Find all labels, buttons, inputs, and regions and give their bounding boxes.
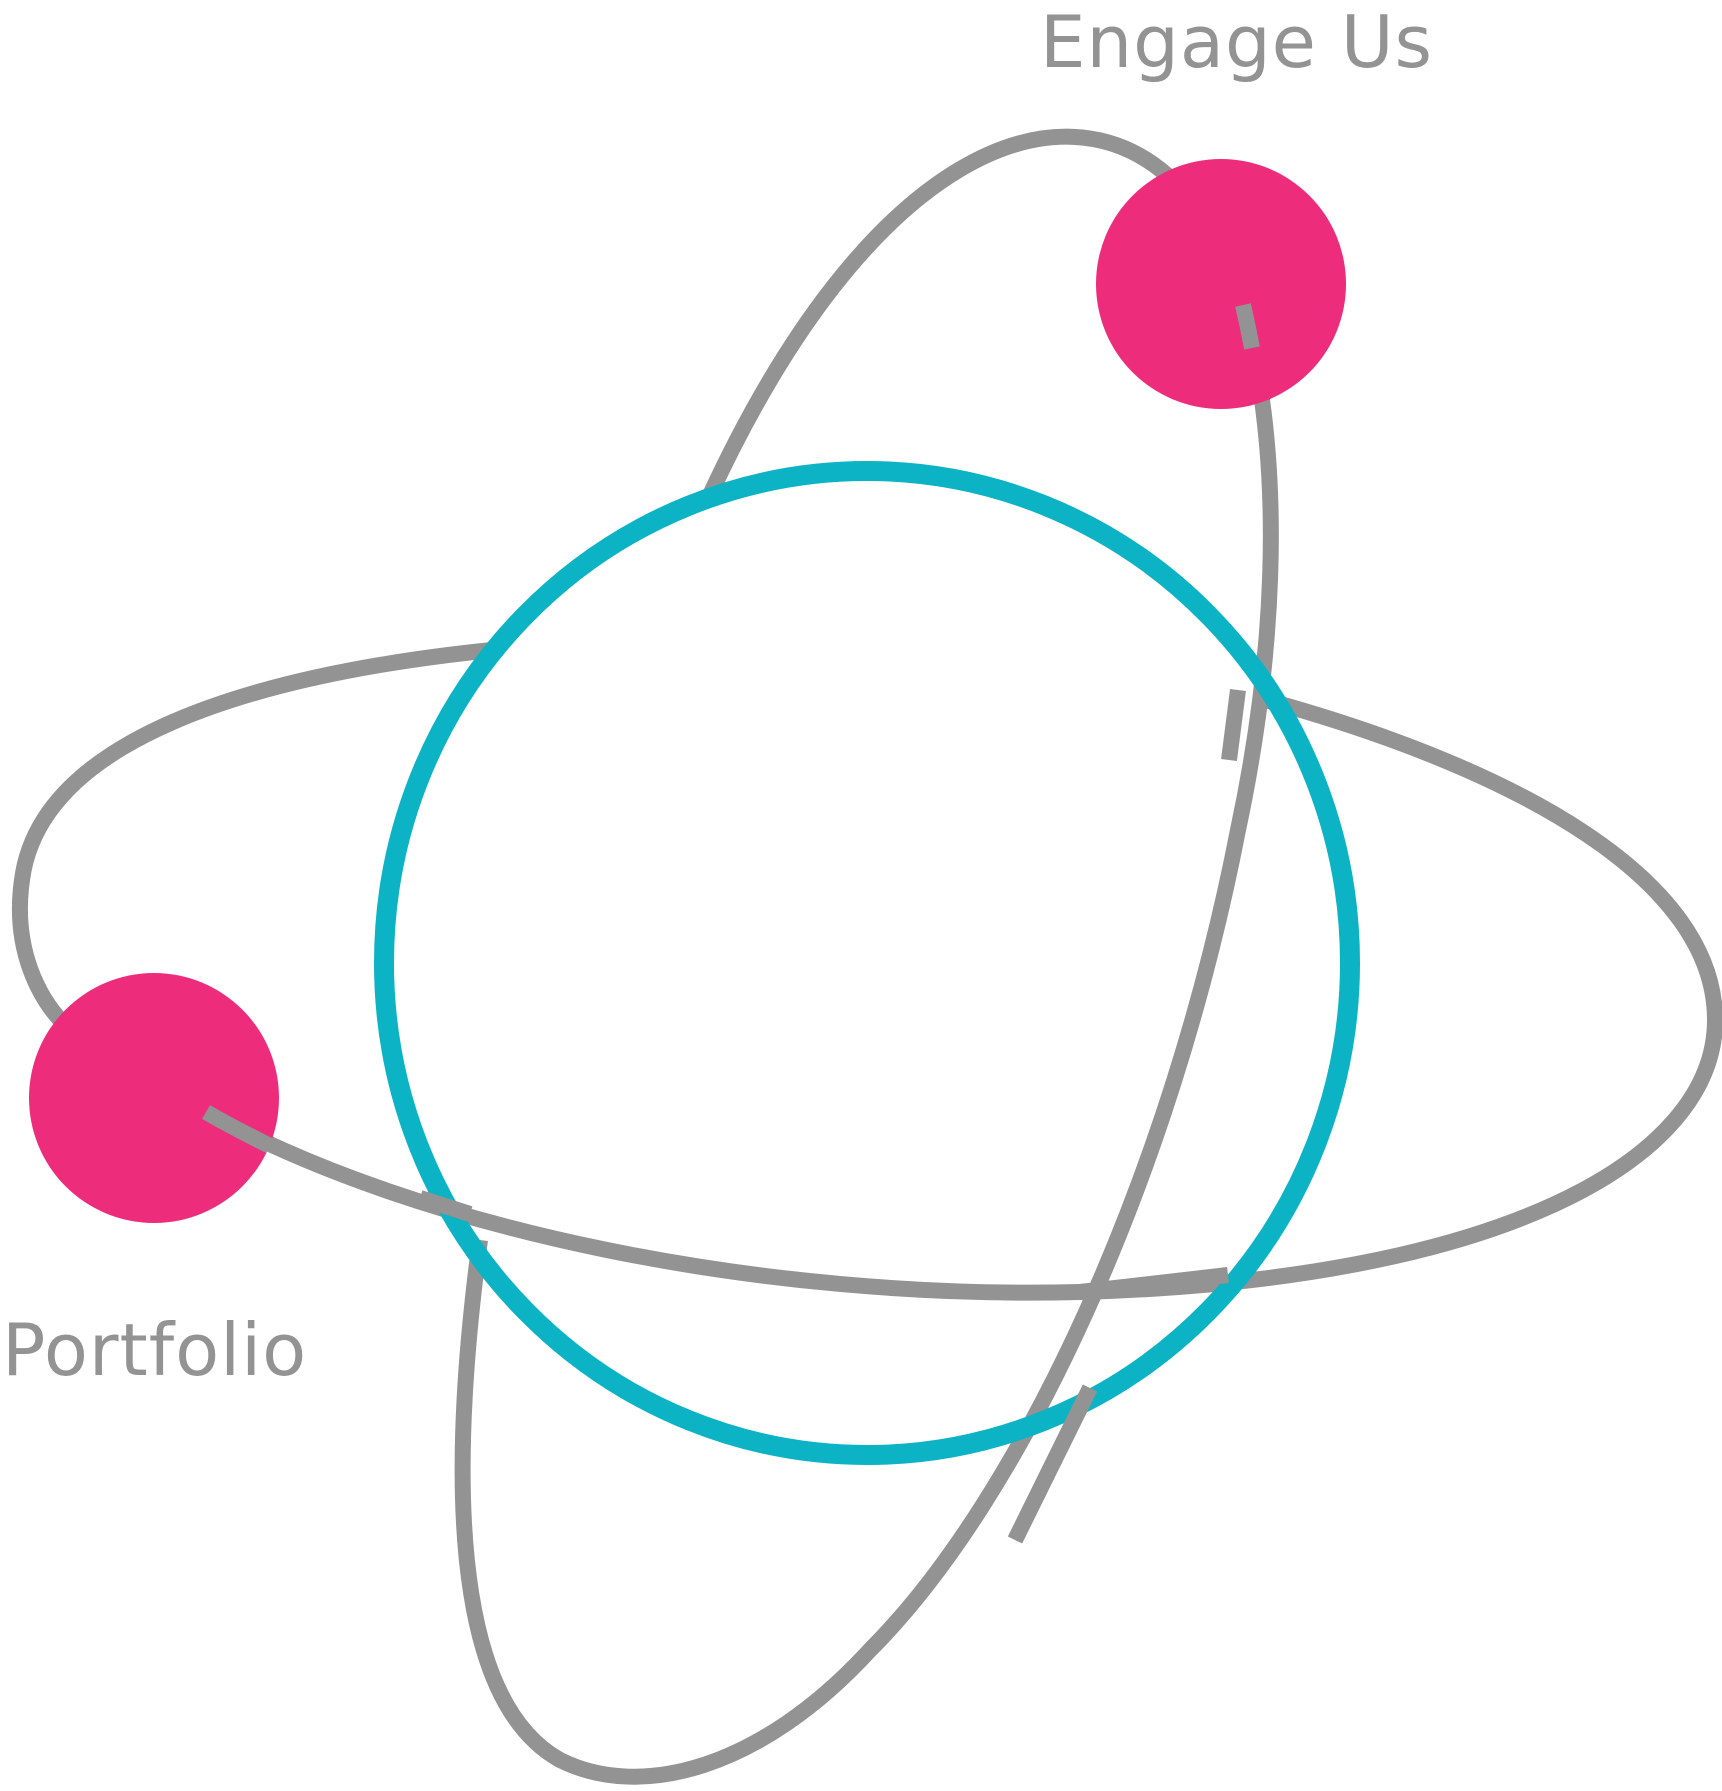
engage-us-node[interactable] [1096,159,1346,409]
portfolio-label[interactable]: Portfolio [2,1308,308,1392]
core-ring [374,461,1360,1465]
orbit-path-front-segments [417,688,1246,1544]
portfolio-node[interactable] [29,973,279,1223]
engage-us-label[interactable]: Engage Us [1040,0,1434,84]
orbit-path-horizontal [11,642,1722,1301]
orbit-tail-engage [1235,303,1260,350]
orbit-tail-portfolio [201,1105,274,1154]
